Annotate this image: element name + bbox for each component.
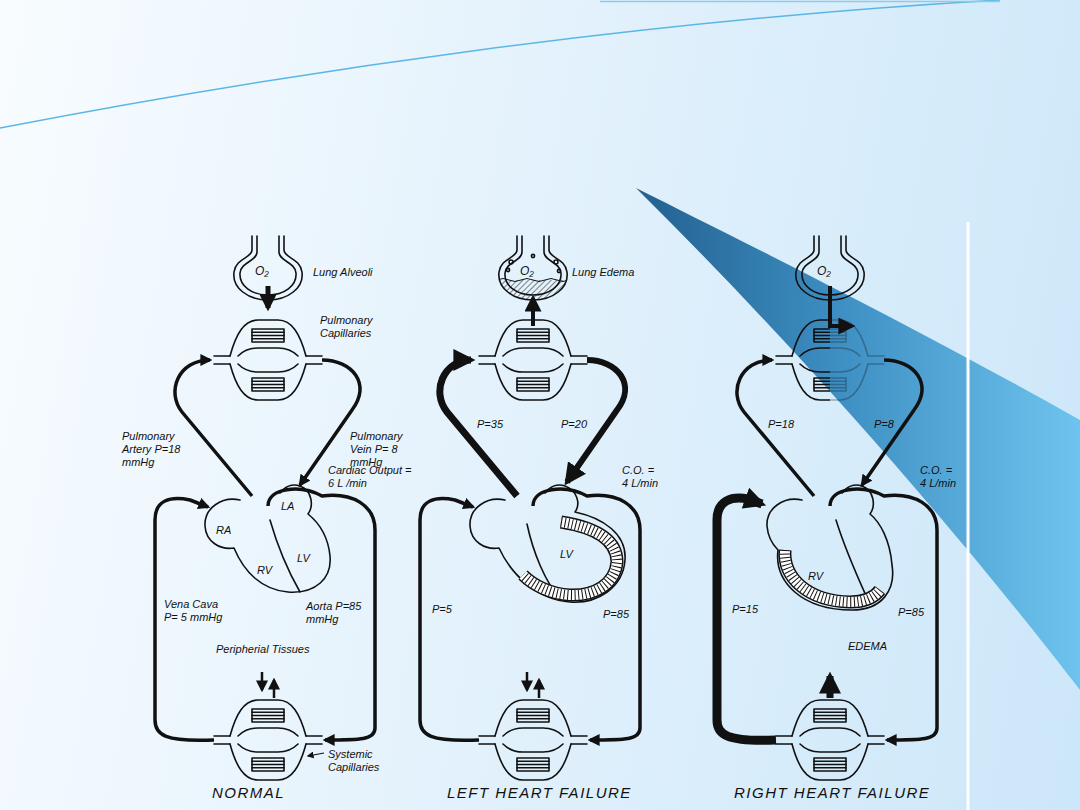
alveolus [499,236,567,300]
vena-cava-path [420,499,479,741]
pressure-label: Vena Cava P= 5 mmHg [164,598,230,624]
part-label: Lung Edema [572,266,634,279]
part-label: Peripherial Tissues [216,643,309,656]
panel-title: NORMAL [212,784,285,802]
chamber-label: RA [216,524,231,537]
decor-swoosh [636,188,1080,690]
part-label: Systemic Capillaries [328,748,392,774]
gas-label: O₂ [255,264,269,278]
fluid-surface [497,279,569,282]
vena-cava-path [717,498,776,740]
systemic-capillary-bed [214,700,322,780]
exchange-arrow [273,680,276,698]
pulmonary-artery-path [175,360,252,496]
fluid-arrow [531,298,535,326]
decor-divider [967,222,970,810]
pulmonary-capillary-bed [776,320,830,400]
exchange-arrow [526,672,529,690]
part-label: EDEMA [848,640,887,653]
pressure-label: P=18 [768,418,794,431]
bubbles-part [509,260,513,264]
bubbles-part [557,269,560,272]
right-failure-panel [717,236,937,780]
chamber-label: LV [560,548,573,561]
pressure-label: Pulmonary Vein P= 8 mmHg [350,430,422,469]
dilated-ventricle-wall [785,550,880,602]
part-label: Pulmonary Capillaries [320,314,392,340]
systemic-capillary-bed [776,700,884,780]
panel-title: LEFT HEART FAILURE [447,784,632,802]
output-label: Cardiac Output = 6 L /min [328,464,418,490]
pressure-label: P=85 [898,606,924,619]
decor-curve [0,0,1000,128]
pulmonary-capillary-bed [479,320,587,400]
pressure-label: Pulmonary Artery P=18 mmHg [122,430,194,469]
left-failure-panel [420,236,640,780]
exchange-arrow [538,680,541,698]
edema-arrow [827,676,834,698]
pressure-label: P=15 [732,603,758,616]
pulmonary-artery-path [440,360,517,496]
bubbles-part [506,268,509,271]
aorta-path [830,489,937,740]
pressure-label: P=35 [477,418,503,431]
chamber-label: RV [257,564,272,577]
gas-label: O₂ [817,264,831,278]
pressure-label: Aorta P=85 mmHg [306,600,366,626]
chamber-label: RV [808,570,823,583]
output-label: C.O. = 4 L/min [920,464,960,490]
faded-capillary-bed [830,320,884,400]
dilated-ventricle-wall [523,522,617,595]
dilated-ventricle-wall [785,550,880,602]
pulmonary-capillary-bed [214,320,322,400]
aorta-path [533,489,640,740]
dilated-ventricle-wall [523,522,617,595]
panel-title: RIGHT HEART FAILURE [734,784,930,802]
pressure-label: P=5 [432,603,452,616]
dilated-ventricle-wall [785,550,880,602]
pressure-label: P=8 [874,418,894,431]
pulmonary-artery-path [737,360,814,496]
decor-line [600,1,1000,3]
output-label: C.O. = 4 L/min [622,464,662,490]
pulmonary-vein-path [862,360,922,485]
heart-septum [270,520,300,592]
leader-line [308,753,324,756]
chamber-label: LV [297,552,310,565]
heart-septum [836,520,868,600]
aorta-path [268,489,375,740]
bubbles-part [531,254,534,257]
pressure-label: P=20 [561,418,587,431]
heart-outline [470,485,625,602]
exchange-arrow [261,672,264,690]
dilated-ventricle-wall [523,522,617,595]
oxygen-arrow [266,286,271,308]
pressure-label: P=85 [603,608,629,621]
chamber-label: LA [281,500,294,513]
part-label: Lung Alveoli [313,266,373,279]
systemic-capillary-bed [479,700,587,780]
bubbles-part [554,260,558,264]
gas-label: O₂ [520,264,534,278]
